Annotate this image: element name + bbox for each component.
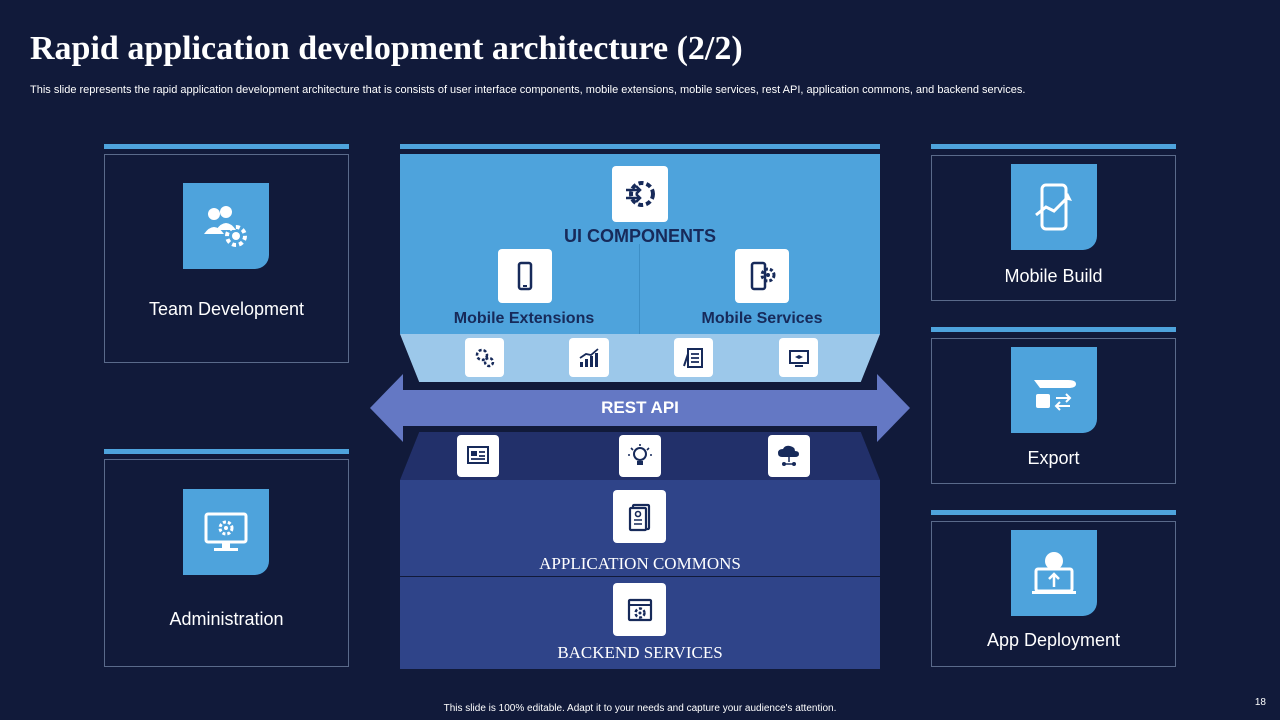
mobile-chart-icon [1011,164,1097,250]
ui-components-divider [639,244,640,334]
administration-card: Administration [104,459,349,667]
app-deployment-label: App Deployment [986,630,1121,650]
team-development-card: Team Development [104,154,349,363]
lightbulb-icon [619,435,661,477]
gear-arrow-icon [612,166,668,222]
page-number: 18 [1254,697,1266,708]
smartphone-icon [498,249,552,303]
laptop-deploy-icon [1011,530,1097,616]
phone-gear-icon [735,249,789,303]
mobile-build-label: Mobile Build [1004,266,1103,286]
administration-bar [104,449,349,454]
team-development-bar [104,144,349,149]
slide-subtitle: This slide represents the rapid applicat… [30,84,1026,96]
app-deployment-bar [931,510,1176,515]
mobile-services-label: Mobile Services [701,310,823,327]
mobile-build-card: Mobile Build [931,155,1176,301]
document-icon [613,490,666,543]
growth-chart-icon [569,338,609,377]
export-bar [931,327,1176,332]
rest-api-arrow [370,374,910,442]
export-label: Export [1027,448,1080,468]
checklist-icon [674,338,713,377]
browser-gear-icon [613,583,666,636]
backend-services-label: BACKEND SERVICES [557,643,723,662]
ui-components-heading: UI COMPONENTS [563,226,716,246]
rest-api-label: REST API [601,398,679,417]
gears-icon [465,338,504,377]
administration-label: Administration [169,609,284,629]
dashboard-icon [457,435,499,477]
monitor-gear-icon [183,489,269,575]
team-development-label: Team Development [148,299,305,319]
slide-title: Rapid application development architectu… [30,30,743,67]
airplane-export-icon [1011,347,1097,433]
mobile-build-bar [931,144,1176,149]
cloud-network-icon [768,435,810,477]
monitor-cap-icon [779,338,818,377]
slide-footer: This slide is 100% editable. Adapt it to… [443,703,837,714]
app-deployment-card: App Deployment [931,521,1176,667]
export-card: Export [931,338,1176,484]
ui-components-bar [400,144,880,149]
team-gear-icon [183,183,269,269]
mobile-extensions-label: Mobile Extensions [453,310,595,327]
application-commons-label: APPLICATION COMMONS [539,554,741,573]
